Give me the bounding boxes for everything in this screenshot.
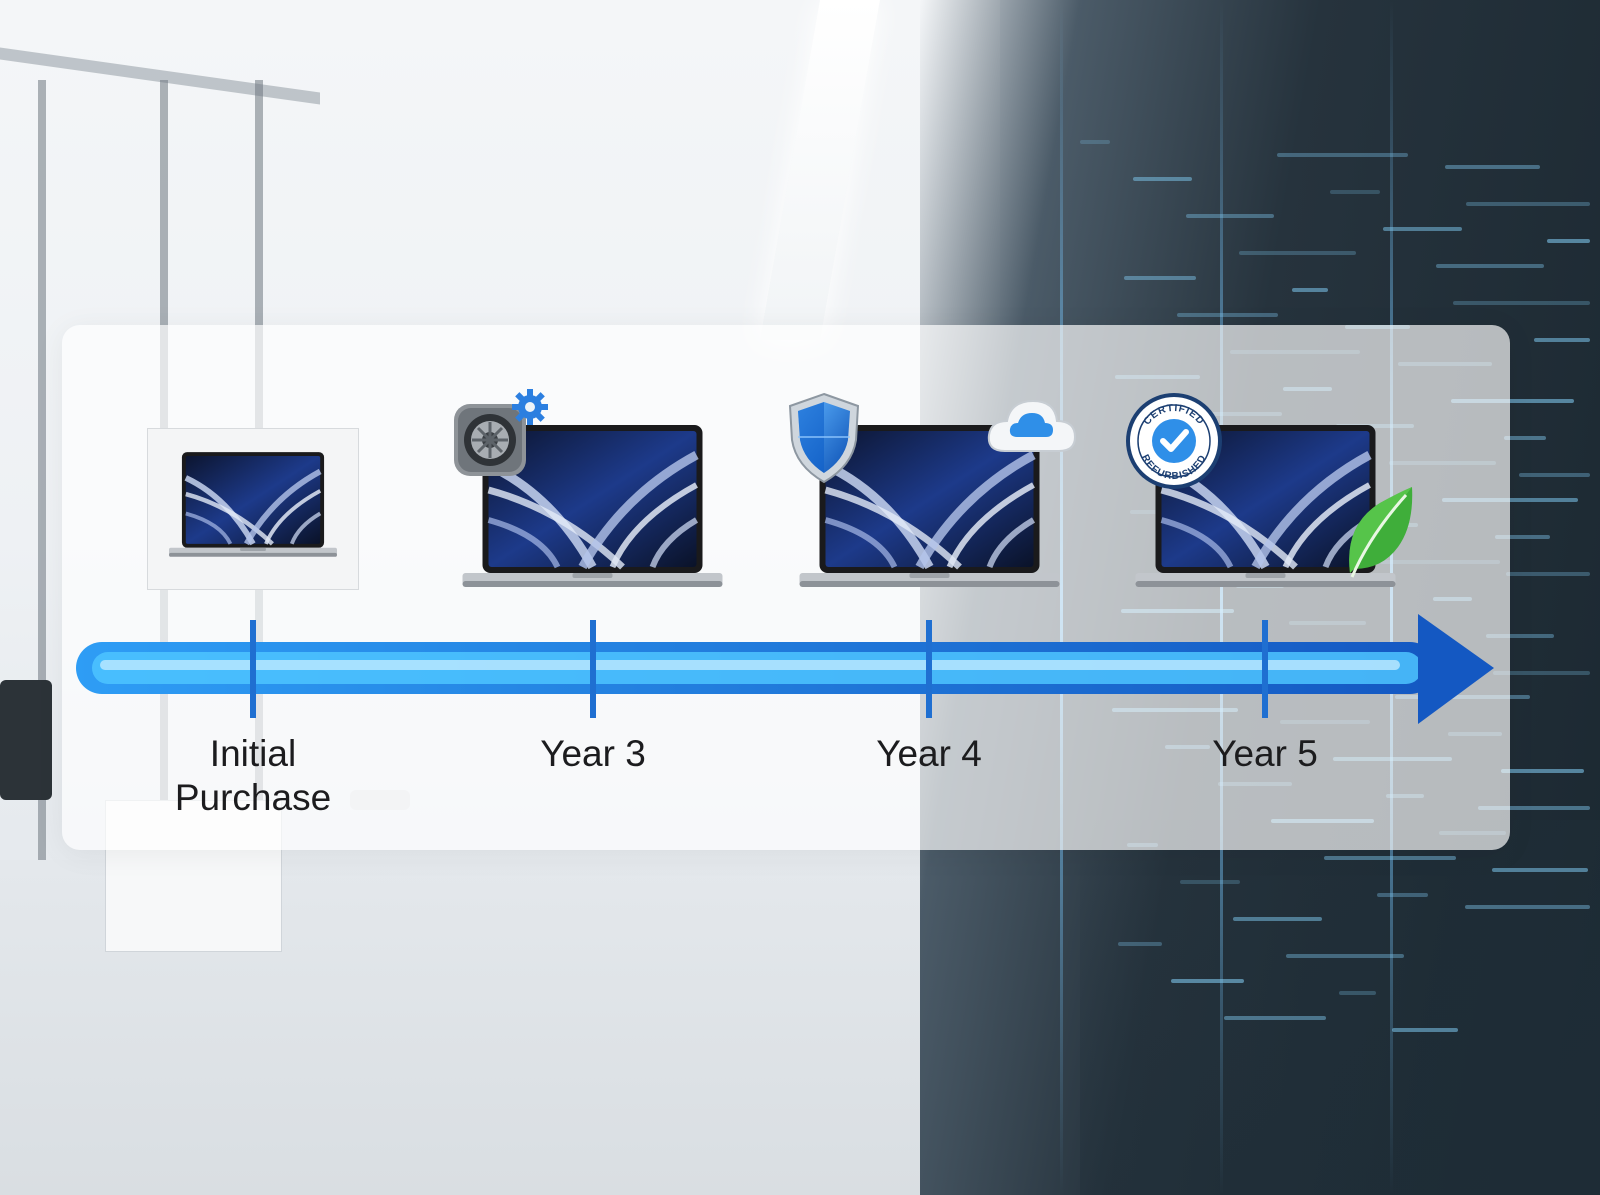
timeline-tick bbox=[250, 620, 256, 718]
data-stream-line bbox=[1465, 905, 1590, 909]
data-stream-line bbox=[1451, 399, 1574, 403]
data-stream-line bbox=[1445, 165, 1540, 169]
timeline-arrowhead bbox=[1418, 614, 1494, 724]
data-stream-line bbox=[1534, 338, 1590, 342]
data-stream-line bbox=[1233, 917, 1322, 921]
stage-label: Year 3 bbox=[540, 733, 646, 774]
system-settings-icon bbox=[452, 402, 528, 478]
data-stream-line bbox=[1339, 991, 1376, 995]
data-stream-line bbox=[1080, 140, 1110, 144]
office-chair bbox=[0, 680, 52, 800]
timeline-tick bbox=[926, 620, 932, 718]
data-stream-line bbox=[1133, 177, 1192, 181]
data-stream-line bbox=[1442, 498, 1578, 502]
data-stream-line bbox=[1453, 301, 1590, 305]
data-stream-line bbox=[1492, 868, 1588, 872]
data-stream-line bbox=[1478, 806, 1590, 810]
timeline-tick bbox=[590, 620, 596, 718]
data-stream-line bbox=[1324, 856, 1456, 860]
data-stream-line bbox=[1495, 535, 1550, 539]
data-stream-line bbox=[1547, 239, 1590, 243]
stage-label: Initial Purchase bbox=[174, 733, 332, 819]
stage-label: Year 4 bbox=[876, 733, 982, 774]
data-stream-line bbox=[1504, 436, 1546, 440]
certified-badge-icon: CERTIFIED REFURBISHED bbox=[1126, 393, 1222, 489]
floor-reflection bbox=[1080, 820, 1600, 1195]
data-stream-line bbox=[1180, 880, 1240, 884]
data-stream-line bbox=[1377, 893, 1428, 897]
data-stream-line bbox=[1177, 313, 1278, 317]
data-stream-line bbox=[1486, 634, 1554, 638]
timeline-tick bbox=[1262, 620, 1268, 718]
window-frame bbox=[38, 80, 46, 960]
stage-label: Year 5 bbox=[1212, 733, 1318, 774]
data-stream-line bbox=[1292, 288, 1328, 292]
laptop-box-icon bbox=[146, 427, 360, 591]
data-stream-line bbox=[1171, 979, 1244, 983]
data-stream-line bbox=[1186, 214, 1274, 218]
data-stream-line bbox=[1330, 190, 1380, 194]
data-stream-line bbox=[1118, 942, 1162, 946]
security-shield-icon bbox=[786, 392, 862, 484]
cloud-icon bbox=[985, 393, 1079, 455]
timeline-arrow-highlight bbox=[100, 660, 1400, 670]
data-stream-line bbox=[1506, 572, 1590, 576]
data-stream-line bbox=[1501, 769, 1584, 773]
data-stream-line bbox=[1277, 153, 1408, 157]
data-stream-line bbox=[1436, 264, 1544, 268]
leaf-icon bbox=[1340, 485, 1416, 580]
data-stream-line bbox=[1466, 202, 1590, 206]
data-stream-line bbox=[1493, 671, 1590, 675]
data-stream-line bbox=[1392, 1028, 1458, 1032]
data-stream-line bbox=[1286, 954, 1404, 958]
data-stream-line bbox=[1519, 473, 1590, 477]
data-stream-line bbox=[1239, 251, 1356, 255]
data-stream-line bbox=[1124, 276, 1196, 280]
data-stream-line bbox=[1383, 227, 1462, 231]
data-stream-line bbox=[1224, 1016, 1326, 1020]
gear-icon bbox=[510, 387, 550, 427]
